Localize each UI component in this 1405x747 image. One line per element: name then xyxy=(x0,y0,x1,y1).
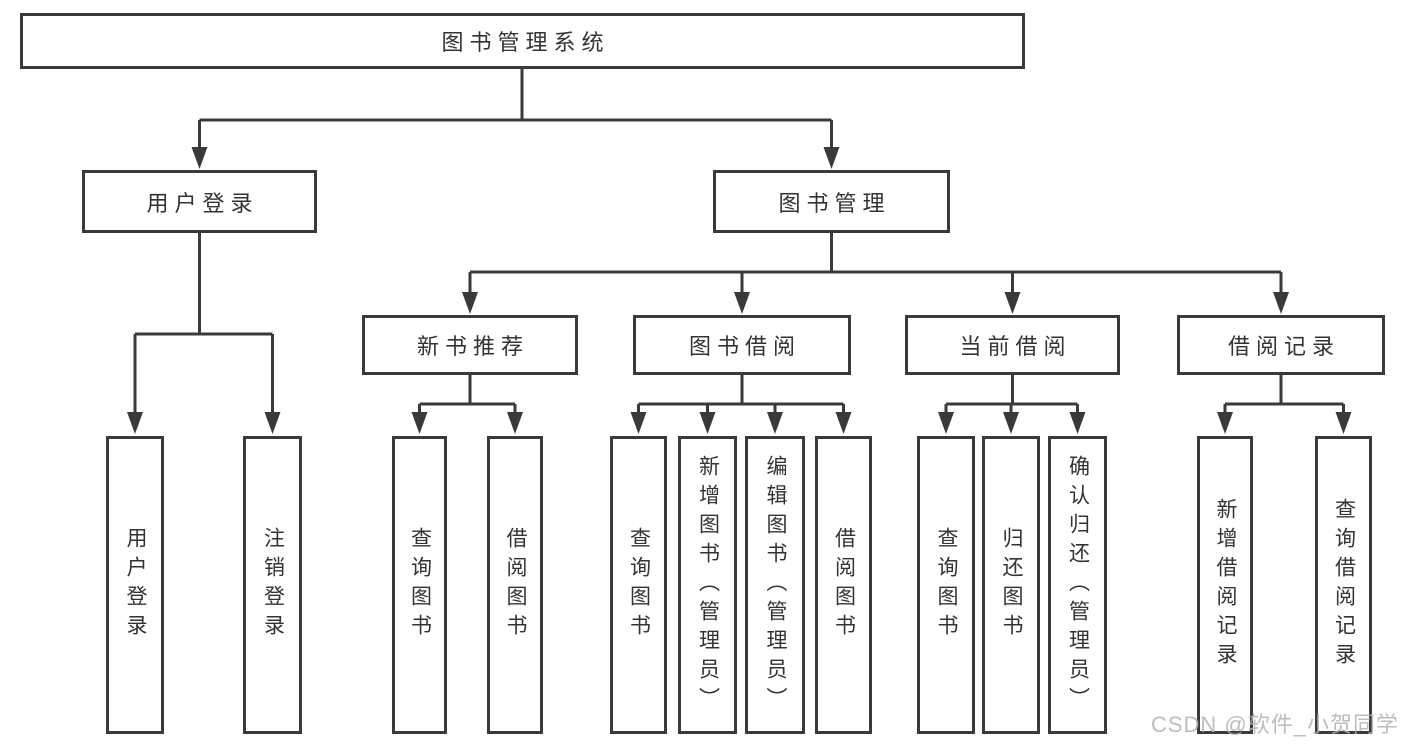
leaf-label: 新增图书（管理员） xyxy=(696,454,720,716)
node-book-borrowing: 图书借阅 xyxy=(633,315,851,375)
leaf-borrow-books-borrowing: 借阅图书 xyxy=(815,436,872,734)
tree-edges xyxy=(133,69,1345,420)
leaf-label: 用户登录 xyxy=(124,527,147,643)
leaf-add-borrow-record: 新增借阅记录 xyxy=(1197,436,1253,734)
leaf-label: 查询借阅记录 xyxy=(1332,498,1356,672)
leaf-label: 借阅图书 xyxy=(504,527,527,643)
leaf-label: 查询图书 xyxy=(935,527,958,643)
leaf-label: 编辑图书（管理员） xyxy=(764,454,787,716)
arrowheads xyxy=(127,147,1352,434)
leaf-borrow-books-recommend: 借阅图书 xyxy=(487,436,543,734)
leaf-return-books: 归还图书 xyxy=(982,436,1040,734)
node-user-login: 用户登录 xyxy=(82,170,317,233)
leaf-label: 归还图书 xyxy=(1000,527,1023,643)
node-borrowing-records: 借阅记录 xyxy=(1177,315,1385,375)
node-new-book-recommend: 新书推荐 xyxy=(362,315,578,375)
leaf-query-books-recommend: 查询图书 xyxy=(392,436,447,734)
leaf-edit-book-admin: 编辑图书（管理员） xyxy=(745,436,805,734)
leaf-confirm-return-admin: 确认归还（管理员） xyxy=(1048,436,1107,734)
leaf-label: 查询图书 xyxy=(408,527,432,643)
leaf-add-book-admin: 新增图书（管理员） xyxy=(678,436,737,734)
leaf-label: 确认归还（管理员） xyxy=(1066,454,1090,716)
leaf-label: 借阅图书 xyxy=(832,527,856,643)
csdn-watermark: CSDN @软件_小贺同学 xyxy=(1150,712,1399,737)
node-book-management: 图书管理 xyxy=(713,170,950,233)
node-root-system: 图书管理系统 xyxy=(20,13,1025,69)
leaf-label: 新增借阅记录 xyxy=(1214,498,1237,672)
leaf-logout: 注销登录 xyxy=(243,436,302,734)
node-current-borrowing: 当前借阅 xyxy=(905,315,1120,375)
leaf-label: 注销登录 xyxy=(261,527,285,643)
leaf-query-books-current: 查询图书 xyxy=(917,436,975,734)
leaf-label: 查询图书 xyxy=(627,527,651,643)
leaf-user-login: 用户登录 xyxy=(106,436,164,734)
leaf-query-borrow-record: 查询借阅记录 xyxy=(1315,436,1372,734)
leaf-query-books-borrowing: 查询图书 xyxy=(610,436,667,734)
